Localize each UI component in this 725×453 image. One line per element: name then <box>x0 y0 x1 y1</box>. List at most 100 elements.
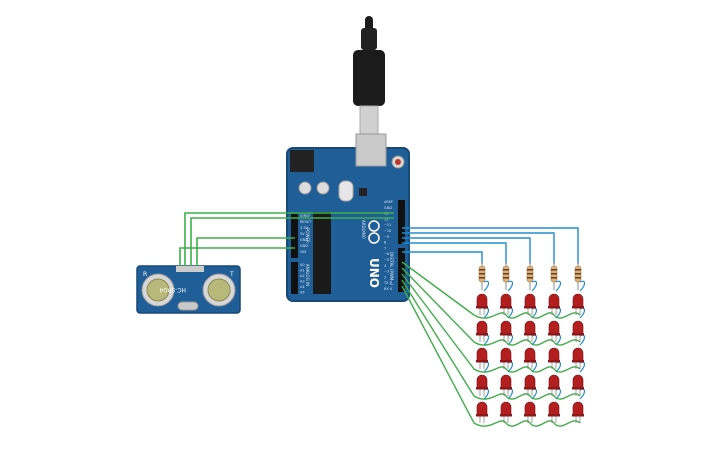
led[interactable] <box>524 320 536 342</box>
pin-label-analog: A5 <box>300 291 305 295</box>
wire-sensor-gnd[interactable] <box>196 237 295 266</box>
led-body <box>548 293 560 308</box>
led-column-link[interactable] <box>555 280 562 292</box>
pin-label-digital: AREF <box>384 200 393 204</box>
led-body <box>500 347 512 362</box>
led[interactable] <box>548 401 560 423</box>
usb-cable[interactable] <box>353 16 385 135</box>
hc-sr04-sensor[interactable]: HC-SR04 R T <box>136 265 241 314</box>
led[interactable] <box>524 374 536 396</box>
wire-sensor-trig[interactable] <box>184 212 394 266</box>
row-wires[interactable] <box>401 261 581 427</box>
led-column-link[interactable] <box>555 388 562 400</box>
pin-label-power: IOREF <box>300 214 310 218</box>
wire-sensor-vcc[interactable] <box>179 247 295 266</box>
led[interactable] <box>548 347 560 369</box>
led[interactable] <box>500 320 512 342</box>
led[interactable] <box>572 401 584 423</box>
led-matrix[interactable] <box>476 293 584 423</box>
wire-col-3[interactable] <box>402 237 531 264</box>
led[interactable] <box>500 374 512 396</box>
led-column-link[interactable] <box>579 280 586 292</box>
led-column-link[interactable] <box>507 334 514 346</box>
led[interactable] <box>476 347 488 369</box>
wire-row-3[interactable] <box>401 273 581 373</box>
led[interactable] <box>476 374 488 396</box>
led[interactable] <box>524 401 536 423</box>
wire-col-4[interactable] <box>402 232 555 264</box>
resistor-band <box>503 269 509 271</box>
wire-row-2[interactable] <box>401 267 581 346</box>
pin-label-power: VIN <box>300 250 306 254</box>
power-header[interactable] <box>291 214 298 258</box>
sensor-pin-header[interactable] <box>176 266 204 272</box>
wire-col-5[interactable] <box>402 227 579 264</box>
resistor[interactable] <box>574 262 582 290</box>
led-wires[interactable] <box>483 280 586 400</box>
led-column-link[interactable] <box>531 280 538 292</box>
led-rim <box>548 333 560 336</box>
led[interactable] <box>500 401 512 423</box>
led[interactable] <box>548 320 560 342</box>
led-column-link[interactable] <box>555 307 562 319</box>
led[interactable] <box>524 293 536 315</box>
led-body <box>524 347 536 362</box>
resistor[interactable] <box>478 262 486 290</box>
wire-col-2[interactable] <box>402 242 507 264</box>
digital-header-upper[interactable] <box>398 200 405 244</box>
wire-col-1[interactable] <box>402 251 483 264</box>
led-column-link[interactable] <box>579 334 586 346</box>
pin-label-digital: ~5 <box>384 258 389 262</box>
led-column-link[interactable] <box>483 280 490 292</box>
led-column-link[interactable] <box>555 334 562 346</box>
led-column-link[interactable] <box>483 307 490 319</box>
digital-header-lower[interactable] <box>398 248 405 292</box>
led-body <box>476 347 488 362</box>
resistor[interactable] <box>502 262 510 290</box>
led[interactable] <box>500 347 512 369</box>
led-column-link[interactable] <box>579 388 586 400</box>
led-column-link[interactable] <box>507 280 514 292</box>
led[interactable] <box>476 293 488 315</box>
wire-row-1[interactable] <box>401 261 581 319</box>
led-column-link[interactable] <box>555 361 562 373</box>
led[interactable] <box>476 320 488 342</box>
arduino-uno-board[interactable]: UNO ARDUINO DIGITAL (PWM~) POWER ANALOG … <box>286 133 410 302</box>
sensor-t-mark: T <box>229 271 234 278</box>
led-column-link[interactable] <box>531 361 538 373</box>
led-rim <box>476 360 488 363</box>
led[interactable] <box>572 347 584 369</box>
led-column-link[interactable] <box>531 307 538 319</box>
led-column-link[interactable] <box>483 388 490 400</box>
led[interactable] <box>548 374 560 396</box>
led[interactable] <box>476 401 488 423</box>
wire-row-4[interactable] <box>401 279 581 400</box>
led-column-link[interactable] <box>507 361 514 373</box>
analog-header[interactable] <box>291 262 298 294</box>
led-column-link[interactable] <box>507 307 514 319</box>
led-column-link[interactable] <box>579 361 586 373</box>
led-column-link[interactable] <box>531 334 538 346</box>
led-body <box>548 347 560 362</box>
led[interactable] <box>500 293 512 315</box>
led[interactable] <box>572 293 584 315</box>
led-column-link[interactable] <box>507 388 514 400</box>
resistors[interactable] <box>478 262 582 290</box>
wire-sensor-echo[interactable] <box>190 217 394 266</box>
led-column-link[interactable] <box>531 388 538 400</box>
led[interactable] <box>572 320 584 342</box>
led[interactable] <box>572 374 584 396</box>
led-column-link[interactable] <box>483 334 490 346</box>
led[interactable] <box>548 293 560 315</box>
wire-row-5[interactable] <box>401 285 581 427</box>
column-wires[interactable] <box>402 227 579 264</box>
led-column-link[interactable] <box>483 361 490 373</box>
sensor-wires[interactable] <box>179 212 394 266</box>
sensor-crystal <box>177 301 199 311</box>
led[interactable] <box>524 347 536 369</box>
resistor[interactable] <box>550 262 558 290</box>
led-column-link[interactable] <box>579 307 586 319</box>
resistor[interactable] <box>526 262 534 290</box>
